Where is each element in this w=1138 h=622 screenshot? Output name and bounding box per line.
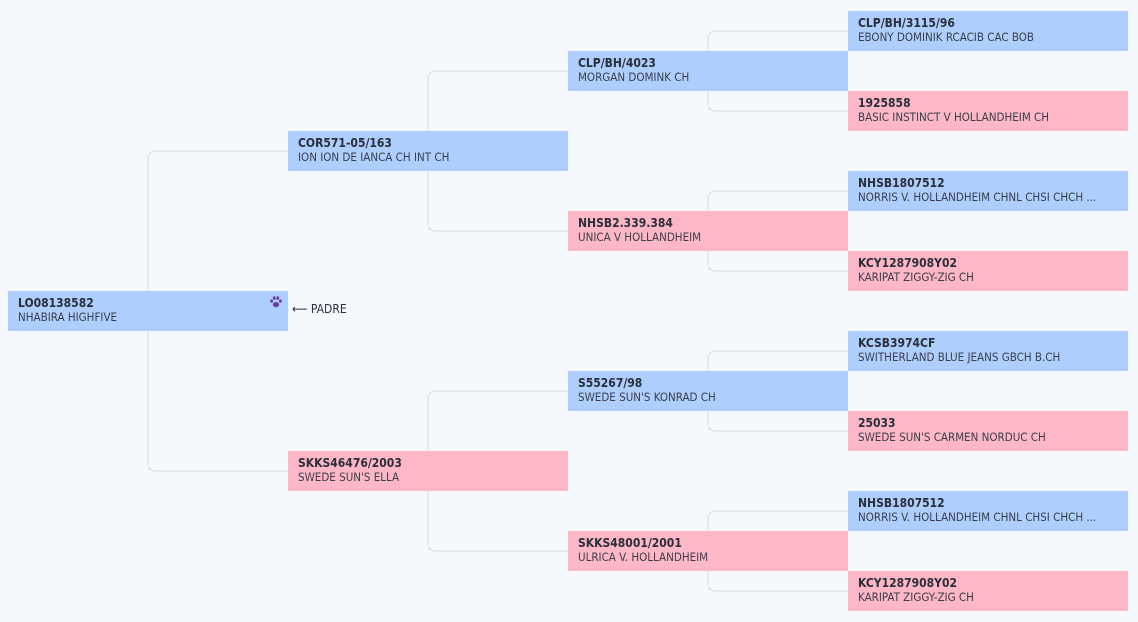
pedigree-node-subject[interactable]: LO08138582 NHABIRA HIGHFIVE bbox=[8, 291, 288, 331]
pedigree-node-dam-sire[interactable]: S55267/98 SWEDE SUN'S KONRAD CH bbox=[568, 371, 848, 411]
pedigree-node-dam[interactable]: SKKS46476/2003 SWEDE SUN'S ELLA bbox=[288, 451, 568, 491]
pedigree-node-gen3-2[interactable]: 1925858 BASIC INSTINCT V HOLLANDHEIM CH bbox=[848, 91, 1128, 131]
connector-line bbox=[707, 190, 848, 211]
paw-icon bbox=[270, 296, 282, 308]
dog-name: NORRIS V. HOLLANDHEIM CHNL CHSI CHCH ... bbox=[858, 510, 1097, 524]
registration-number: CLP/BH/4023 bbox=[578, 56, 656, 70]
connector-line bbox=[707, 411, 848, 432]
registration-number: KCY1287908Y02 bbox=[858, 576, 957, 590]
dog-name: SWEDE SUN'S CARMEN NORDUC CH bbox=[858, 430, 1046, 444]
registration-number: NHSB1807512 bbox=[858, 496, 945, 510]
dog-name: SWEDE SUN'S ELLA bbox=[298, 470, 400, 484]
dog-name: EBONY DOMINIK RCACIB CAC BOB bbox=[858, 30, 1034, 44]
pedigree-node-sire-dam[interactable]: NHSB2.339.384 UNICA V HOLLANDHEIM bbox=[568, 211, 848, 251]
pedigree-node-gen3-7[interactable]: NHSB1807512 NORRIS V. HOLLANDHEIM CHNL C… bbox=[848, 491, 1128, 531]
dog-name: SWITHERLAND BLUE JEANS GBCH B.CH bbox=[858, 350, 1061, 364]
registration-number: SKKS46476/2003 bbox=[298, 456, 402, 470]
dog-name: NHABIRA HIGHFIVE bbox=[18, 310, 118, 324]
registration-number: KCY1287908Y02 bbox=[858, 256, 957, 270]
pedigree-node-gen3-3[interactable]: NHSB1807512 NORRIS V. HOLLANDHEIM CHNL C… bbox=[848, 171, 1128, 211]
pedigree-node-gen3-4[interactable]: KCY1287908Y02 KARIPAT ZIGGY-ZIG CH bbox=[848, 251, 1128, 291]
registration-number: LO08138582 bbox=[18, 296, 94, 310]
pedigree-node-dam-dam[interactable]: SKKS48001/2001 ULRICA V. HOLLANDHEIM bbox=[568, 531, 848, 571]
connector-line bbox=[427, 171, 568, 232]
dog-name: KARIPAT ZIGGY-ZIG CH bbox=[858, 590, 974, 604]
dog-name: BASIC INSTINCT V HOLLANDHEIM CH bbox=[858, 110, 1050, 124]
pedigree-node-gen3-1[interactable]: CLP/BH/3115/96 EBONY DOMINIK RCACIB CAC … bbox=[848, 11, 1128, 51]
connector-line bbox=[427, 491, 568, 552]
connector-line bbox=[707, 350, 848, 371]
dog-name: MORGAN DOMINK CH bbox=[578, 70, 690, 84]
dog-name: KARIPAT ZIGGY-ZIG CH bbox=[858, 270, 974, 284]
connector-line bbox=[707, 91, 848, 112]
registration-number: KCSB3974CF bbox=[858, 336, 936, 350]
pedigree-node-sire[interactable]: COR571-05/163 ION ION DE IANCA CH INT CH bbox=[288, 131, 568, 171]
connector-line bbox=[707, 30, 848, 51]
registration-number: COR571-05/163 bbox=[298, 136, 392, 150]
registration-number: SKKS48001/2001 bbox=[578, 536, 682, 550]
connector-line bbox=[707, 251, 848, 272]
sire-indicator-label: ⟵ PADRE bbox=[292, 302, 347, 316]
registration-number: 1925858 bbox=[858, 96, 911, 110]
connector-line bbox=[707, 510, 848, 531]
dog-name: ION ION DE IANCA CH INT CH bbox=[298, 150, 450, 164]
connector-line bbox=[427, 390, 568, 451]
connector-line bbox=[147, 150, 288, 291]
registration-number: NHSB1807512 bbox=[858, 176, 945, 190]
connector-line bbox=[147, 331, 288, 472]
pedigree-node-gen3-6[interactable]: 25033 SWEDE SUN'S CARMEN NORDUC CH bbox=[848, 411, 1128, 451]
pedigree-node-gen3-8[interactable]: KCY1287908Y02 KARIPAT ZIGGY-ZIG CH bbox=[848, 571, 1128, 611]
dog-name: ULRICA V. HOLLANDHEIM bbox=[578, 550, 709, 564]
connector-line bbox=[427, 70, 568, 131]
dog-name: SWEDE SUN'S KONRAD CH bbox=[578, 390, 716, 404]
connector-line bbox=[707, 571, 848, 592]
pedigree-node-sire-sire[interactable]: CLP/BH/4023 MORGAN DOMINK CH bbox=[568, 51, 848, 91]
dog-name: UNICA V HOLLANDHEIM bbox=[578, 230, 702, 244]
registration-number: NHSB2.339.384 bbox=[578, 216, 673, 230]
registration-number: 25033 bbox=[858, 416, 896, 430]
registration-number: CLP/BH/3115/96 bbox=[858, 16, 955, 30]
dog-name: NORRIS V. HOLLANDHEIM CHNL CHSI CHCH ... bbox=[858, 190, 1097, 204]
pedigree-node-gen3-5[interactable]: KCSB3974CF SWITHERLAND BLUE JEANS GBCH B… bbox=[848, 331, 1128, 371]
registration-number: S55267/98 bbox=[578, 376, 643, 390]
